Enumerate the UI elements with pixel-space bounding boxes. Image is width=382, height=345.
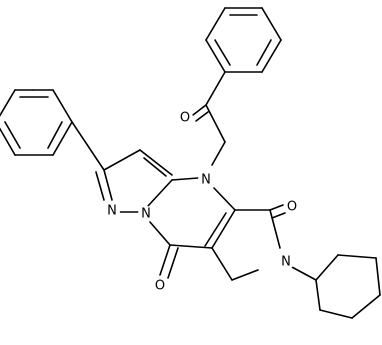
bond	[375, 257, 381, 296]
atom-N-pyrazole-1: N	[104, 203, 120, 219]
bond	[261, 39, 282, 73]
bond	[319, 309, 353, 319]
atom-labels: N N N N O O O	[104, 110, 300, 294]
bond	[205, 39, 226, 73]
bond	[95, 171, 105, 201]
bond	[271, 212, 286, 219]
bond	[204, 212, 227, 247]
bond	[47, 121, 63, 149]
bond	[52, 89, 73, 123]
bond	[351, 294, 381, 319]
bond	[231, 269, 259, 281]
bond	[213, 187, 236, 211]
bond	[0, 127, 16, 156]
bond	[269, 204, 284, 211]
bond	[4, 121, 21, 149]
bond	[315, 279, 321, 311]
atom-label: O	[287, 200, 297, 215]
atom-N-pyrrolidinone: N	[278, 254, 294, 270]
atom-label: N	[107, 204, 117, 219]
atom-O-lactam: O	[284, 199, 300, 215]
bonds	[0, 7, 381, 319]
bond	[139, 149, 173, 176]
bond	[195, 111, 209, 122]
bond	[103, 169, 113, 201]
atom-N4: N	[198, 172, 214, 188]
bond	[171, 177, 199, 181]
bond	[256, 39, 272, 66]
bond	[315, 254, 339, 281]
bond	[0, 89, 16, 117]
bond	[143, 157, 167, 177]
atom-N-pyrazole-2: N	[138, 206, 154, 222]
atom-O-pyrimidinone: O	[152, 278, 168, 294]
bond	[167, 247, 179, 279]
atom-label: N	[201, 173, 211, 188]
bond	[71, 121, 105, 171]
bond	[211, 247, 233, 281]
bond	[261, 7, 282, 41]
atom-label: O	[155, 279, 165, 294]
bond	[205, 7, 226, 41]
atom-O-ketone: O	[177, 110, 193, 126]
bond	[205, 71, 226, 106]
bond	[211, 141, 226, 166]
bond	[214, 39, 231, 66]
bond	[169, 244, 213, 249]
atom-label: N	[281, 255, 291, 270]
bond	[289, 265, 317, 281]
bond	[211, 209, 236, 249]
bond	[103, 149, 141, 171]
bond	[147, 179, 173, 207]
bond	[269, 209, 281, 249]
atom-label: O	[180, 111, 190, 126]
bond	[149, 221, 171, 246]
bond	[159, 244, 171, 276]
bond	[192, 104, 207, 116]
bond	[52, 121, 73, 156]
bond	[205, 104, 226, 143]
atom-label: N	[141, 207, 151, 222]
bond	[337, 254, 377, 259]
